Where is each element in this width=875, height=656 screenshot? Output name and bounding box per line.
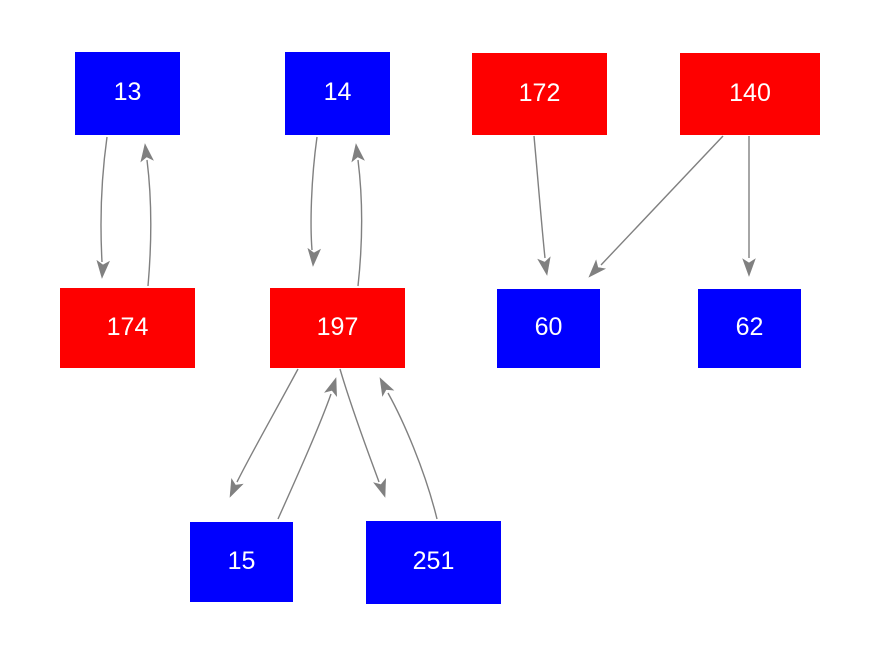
graph-edge-n140-to-n60[interactable]	[584, 135, 724, 281]
graph-node-197[interactable]: 197	[270, 288, 405, 368]
graph-node-60[interactable]: 60	[497, 289, 600, 368]
graph-node-172[interactable]: 172	[472, 53, 607, 135]
edge-line	[100, 136, 108, 263]
graph-node-label: 62	[735, 313, 764, 341]
arrowhead-icon	[96, 259, 111, 279]
edge-line	[533, 135, 546, 259]
graph-node-label: 60	[534, 313, 563, 341]
graph-node-251[interactable]: 251	[366, 521, 501, 604]
arrowhead-icon	[742, 258, 756, 277]
graph-edge-n14-to-n197[interactable]	[307, 136, 322, 267]
edge-line	[146, 159, 152, 287]
graph-node-label: 251	[412, 547, 455, 575]
arrowhead-icon	[379, 377, 395, 397]
graph-edge-n251-to-n197[interactable]	[375, 375, 438, 520]
arrowhead-icon	[324, 377, 337, 397]
arrowhead-icon	[588, 259, 607, 278]
graph-edge-n172-to-n60[interactable]	[533, 135, 553, 276]
graph-node-label: 174	[106, 312, 149, 341]
graph-node-174[interactable]: 174	[60, 288, 195, 368]
arrowhead-icon	[537, 256, 551, 276]
arrowhead-icon	[373, 478, 386, 498]
graph-edge-n174-to-n13[interactable]	[139, 143, 154, 287]
graph-node-14[interactable]: 14	[285, 52, 390, 135]
graph-edge-n197-to-n251[interactable]	[339, 368, 391, 499]
graph-node-label: 13	[113, 78, 142, 106]
graph-edge-n15-to-n197[interactable]	[277, 376, 342, 520]
graph-node-label: 172	[518, 78, 561, 107]
graph-node-13[interactable]: 13	[75, 52, 180, 135]
graph-edge-n197-to-n14[interactable]	[350, 143, 365, 287]
graph-edge-n13-to-n174[interactable]	[96, 136, 111, 279]
edge-line	[600, 135, 724, 266]
graph-node-62[interactable]: 62	[698, 289, 801, 368]
edge-line	[357, 159, 363, 287]
arrowhead-icon	[140, 143, 154, 163]
edge-line	[236, 368, 299, 483]
edge-line	[387, 392, 438, 520]
arrowhead-icon	[307, 247, 322, 267]
arrowhead-icon	[229, 478, 244, 498]
graph-edge-n140-to-n62[interactable]	[742, 136, 756, 277]
graph-node-label: 15	[227, 546, 256, 575]
graph-node-15[interactable]: 15	[190, 522, 293, 602]
edge-line	[277, 393, 332, 520]
arrowhead-icon	[351, 143, 365, 163]
edge-line	[339, 368, 380, 483]
graph-node-label: 14	[323, 78, 352, 106]
graph-node-label: 197	[316, 312, 359, 341]
graph-node-140[interactable]: 140	[680, 53, 820, 135]
edge-line	[310, 136, 318, 251]
graph-node-label: 140	[729, 78, 771, 107]
graph-edge-n197-to-n15[interactable]	[224, 368, 299, 500]
